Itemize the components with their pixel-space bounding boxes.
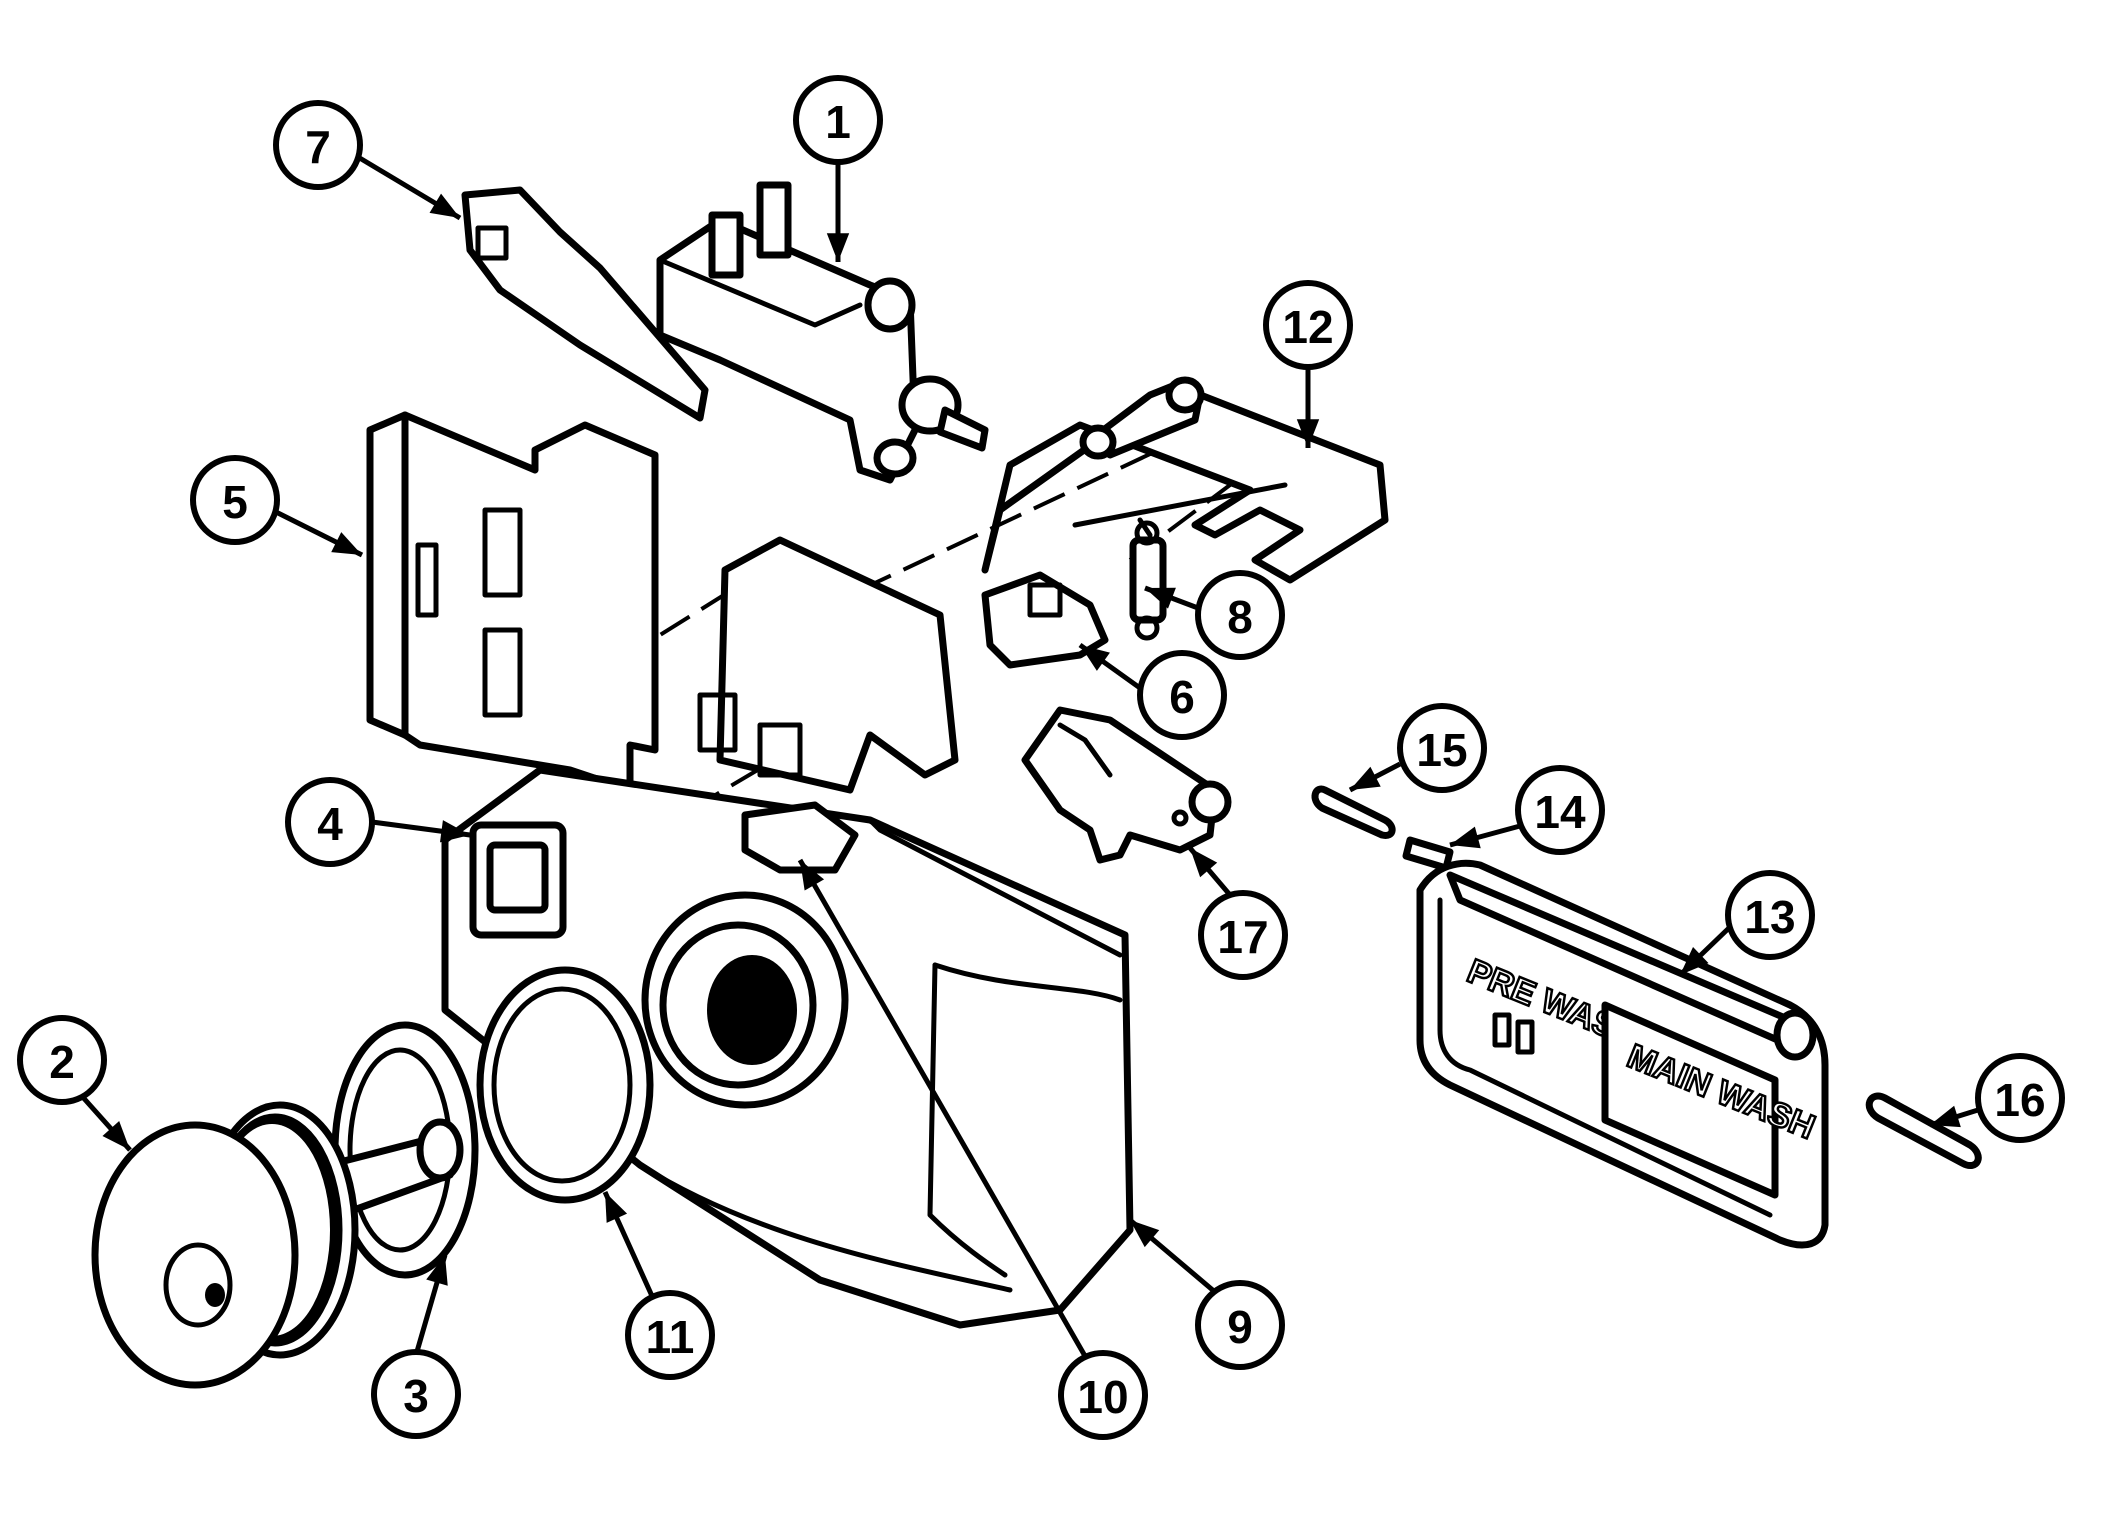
part-12-bracket — [981, 376, 1389, 584]
callout-8-label: 8 — [1227, 591, 1253, 643]
callout-2-circle — [17, 1015, 107, 1105]
callout-7-arrowhead — [429, 193, 460, 218]
callout-4-arrowhead — [439, 820, 470, 843]
callout-6-label: 6 — [1169, 671, 1195, 723]
callout-5-label: 5 — [222, 476, 248, 528]
callout-15-label: 15 — [1416, 724, 1467, 776]
callout-3-arrowhead — [426, 1255, 448, 1286]
callout-17-label: 17 — [1217, 911, 1268, 963]
part-17-cam — [1021, 706, 1232, 864]
callout-16-label: 16 — [1994, 1074, 2045, 1126]
callout-14-arrowhead — [1450, 826, 1481, 849]
callout-15-circle — [1397, 703, 1487, 793]
part-7-lever — [461, 186, 709, 422]
callout-1-arrowhead — [826, 233, 850, 262]
callout-11-label: 11 — [646, 1311, 695, 1363]
callout-10-arrowhead — [800, 860, 825, 891]
part-5-bracket — [366, 411, 659, 794]
callout-1-label: 1 — [825, 96, 851, 148]
callout-1-circle — [793, 75, 883, 165]
callout-4-circle — [285, 777, 375, 867]
callout-11-arrowhead — [605, 1192, 628, 1223]
callout-3-label: 3 — [403, 1370, 429, 1422]
callout-2-arrowhead — [102, 1121, 130, 1150]
callout-13-label: 13 — [1744, 891, 1795, 943]
callout-12-label: 12 — [1282, 301, 1333, 353]
callout-16-circle — [1975, 1053, 2065, 1143]
callout-15-arrowhead — [1350, 766, 1381, 790]
callout-9-arrowhead — [1130, 1220, 1160, 1248]
callout-7-circle — [273, 100, 363, 190]
callout-6-arrowhead — [1080, 645, 1110, 671]
callout-5-arrowhead — [331, 532, 362, 555]
callout-4-label: 4 — [317, 798, 343, 850]
callout-2-label: 2 — [49, 1036, 75, 1088]
part-1-switch — [656, 181, 989, 484]
callout-10-leader — [797, 858, 1088, 1358]
callout-10-circle — [1058, 1350, 1148, 1440]
part-11-gasket — [476, 966, 654, 1204]
callout-9-label: 9 — [1227, 1301, 1253, 1353]
part-8-spring — [1129, 517, 1167, 641]
callout-10-label: 10 — [1077, 1371, 1128, 1423]
callout-7-label: 7 — [305, 121, 331, 173]
callout-3-circle — [371, 1349, 461, 1439]
callout-12-circle — [1263, 280, 1353, 370]
part-9-body — [441, 766, 1134, 1329]
callout-9-circle — [1195, 1280, 1285, 1370]
part-2-knob — [91, 1101, 464, 1389]
callout-11-circle — [625, 1290, 715, 1380]
callout-16-arrowhead — [1930, 1105, 1961, 1128]
callout-14-label: 14 — [1534, 786, 1586, 838]
part-13-cover: PRE WASH MAIN WASH — [1416, 859, 1829, 1249]
callout-13-circle — [1725, 870, 1815, 960]
callout-17-circle — [1198, 890, 1288, 980]
callout-13-arrowhead — [1680, 946, 1709, 975]
callout-8-arrowhead — [1145, 587, 1176, 609]
part-16-pin — [1865, 1092, 1982, 1169]
callout-17-arrowhead — [1190, 848, 1218, 878]
callout-6-circle — [1137, 650, 1227, 740]
part-6-latch — [981, 571, 1109, 669]
housing-back-block — [697, 536, 959, 794]
callout-5-circle — [190, 455, 280, 545]
callout-12-arrowhead — [1296, 419, 1320, 448]
part-14-pin — [1402, 836, 1454, 872]
callout-14-circle — [1515, 765, 1605, 855]
part-15-pin — [1311, 785, 1396, 839]
callout-8-circle — [1195, 570, 1285, 660]
